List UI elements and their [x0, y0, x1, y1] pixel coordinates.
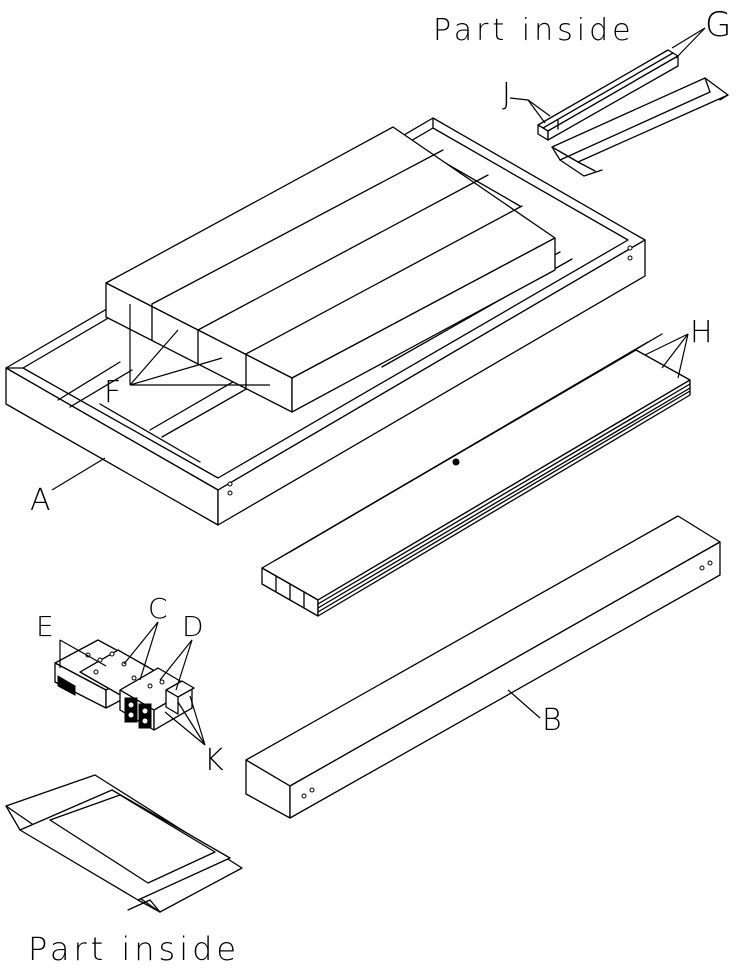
leader-lines — [51, 27, 706, 746]
part-flat-carton — [5, 774, 243, 913]
caption-bottom: Part inside — [28, 930, 240, 968]
part-hardware-boxes — [54, 639, 195, 731]
label-e: E — [36, 610, 54, 643]
part-h-slats — [261, 333, 691, 617]
part-b-rail — [245, 515, 721, 819]
part-g-tray — [551, 77, 729, 177]
label-d: D — [182, 610, 204, 643]
label-j: J — [502, 77, 511, 112]
part-f-boxes — [105, 126, 556, 413]
label-b: B — [542, 703, 562, 738]
label-f: F — [104, 375, 121, 410]
label-c: C — [148, 592, 168, 625]
part-g-carton — [537, 49, 679, 141]
label-g: G — [705, 5, 731, 45]
label-k: K — [204, 743, 224, 778]
caption-top: Part inside — [433, 13, 635, 48]
label-h: H — [690, 315, 713, 350]
label-a: A — [30, 483, 51, 518]
